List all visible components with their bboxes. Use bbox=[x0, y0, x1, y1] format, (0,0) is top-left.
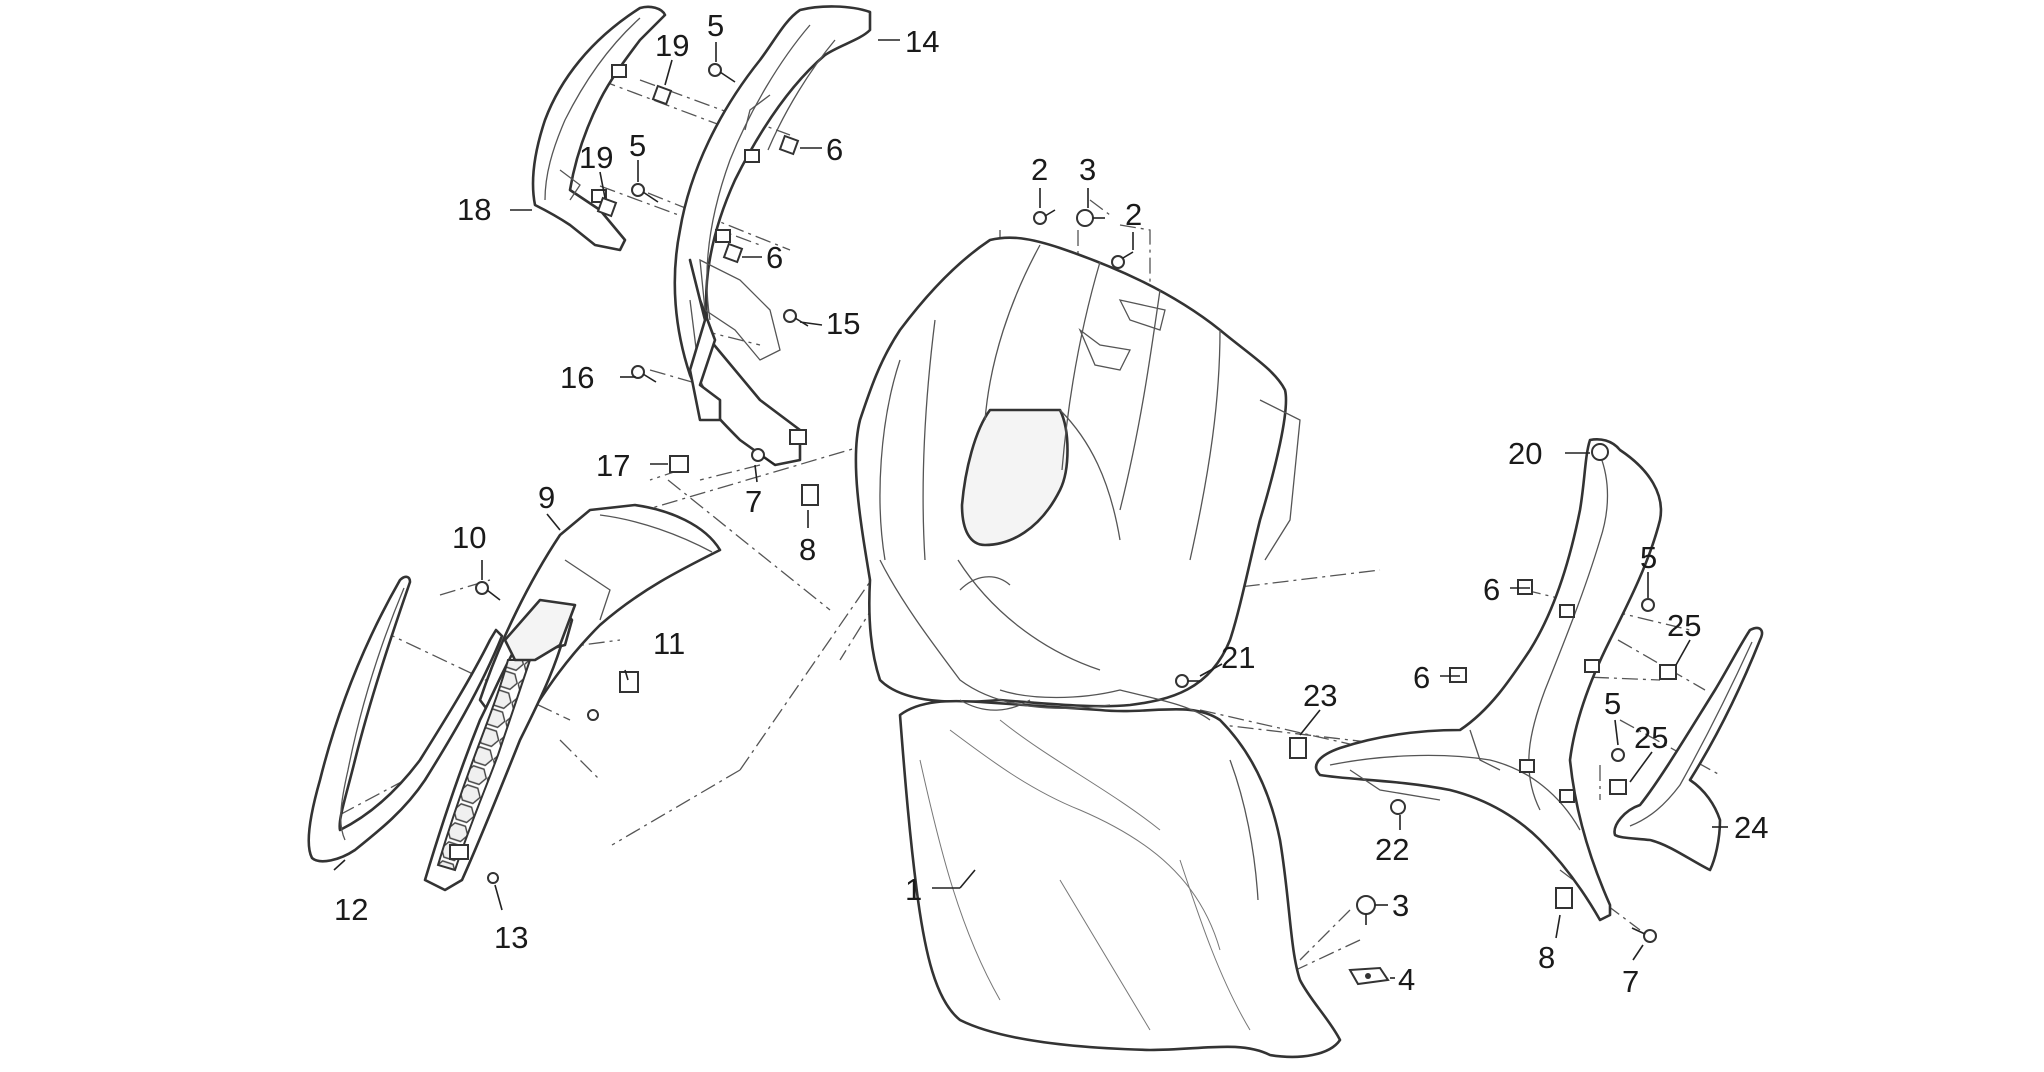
screw-3-top bbox=[1076, 209, 1105, 227]
leader-lines bbox=[333, 39, 1728, 979]
callout-25a: 25 bbox=[1667, 608, 1701, 643]
callout-14: 14 bbox=[905, 24, 939, 59]
callout-13: 13 bbox=[494, 920, 528, 955]
callout-3a: 3 bbox=[1079, 152, 1096, 187]
part-16-lower-bracket bbox=[688, 258, 722, 422]
screw-3-bottom bbox=[1356, 895, 1376, 925]
callout-18: 18 bbox=[457, 192, 491, 227]
callout-labels: 1 2 2 3 3 4 5 5 5 5 6 6 6 6 7 7 8 8 9 10… bbox=[334, 8, 1768, 999]
clip-6-mid bbox=[722, 242, 744, 264]
clip-19-top bbox=[651, 84, 673, 106]
nut-4 bbox=[1348, 966, 1390, 986]
clip-25-b bbox=[1609, 779, 1627, 795]
callout-11: 11 bbox=[653, 626, 685, 661]
clip-25-a bbox=[1659, 664, 1677, 680]
screw-5-right-a bbox=[1641, 598, 1655, 612]
callout-19a: 19 bbox=[655, 28, 689, 63]
part-12-trim-rim bbox=[307, 575, 504, 863]
callout-8b: 8 bbox=[1538, 940, 1555, 975]
nut-11 bbox=[619, 671, 639, 693]
callout-22: 22 bbox=[1375, 832, 1409, 867]
screw-5-mid bbox=[631, 183, 659, 203]
clip-19-mid bbox=[596, 196, 618, 218]
screw-5-top bbox=[708, 63, 736, 83]
screw-5-right-b bbox=[1611, 748, 1625, 762]
callout-7b: 7 bbox=[1622, 964, 1639, 999]
nut-23 bbox=[1289, 737, 1307, 759]
callout-6b: 6 bbox=[766, 240, 783, 275]
nut-17 bbox=[669, 455, 689, 473]
callout-25b: 25 bbox=[1634, 720, 1668, 755]
screw-2-b bbox=[1111, 251, 1134, 269]
callout-4: 4 bbox=[1398, 962, 1415, 997]
screw-7-left bbox=[751, 448, 777, 466]
screw-mid-grille bbox=[587, 709, 599, 721]
callout-3b: 3 bbox=[1392, 888, 1409, 923]
callout-20: 20 bbox=[1508, 436, 1542, 471]
callout-16: 16 bbox=[560, 360, 594, 395]
screw-16 bbox=[631, 365, 657, 383]
callout-21: 21 bbox=[1221, 640, 1255, 675]
part-18-left-trim bbox=[531, 5, 667, 252]
callout-8a: 8 bbox=[799, 532, 816, 567]
nut-8-left bbox=[801, 484, 819, 506]
callout-6d: 6 bbox=[1413, 660, 1430, 695]
callout-5a: 5 bbox=[707, 8, 724, 43]
screw-13 bbox=[487, 872, 499, 884]
part-20-right-frame bbox=[1314, 438, 1663, 922]
part-13-honeycomb-grille bbox=[423, 598, 577, 892]
clip-6-right-a bbox=[1517, 579, 1533, 595]
callout-15: 15 bbox=[826, 306, 860, 341]
screw-7-right bbox=[1631, 927, 1657, 943]
callout-5b: 5 bbox=[629, 128, 646, 163]
nut-8-right bbox=[1555, 887, 1573, 909]
screw-10 bbox=[475, 581, 501, 601]
callout-5d: 5 bbox=[1604, 686, 1621, 721]
callout-1: 1 bbox=[905, 872, 922, 907]
fasteners bbox=[475, 63, 1677, 986]
part-24-right-trim bbox=[1613, 626, 1764, 872]
callout-2b: 2 bbox=[1125, 197, 1142, 232]
part-1-front-shield bbox=[854, 236, 1342, 1059]
clip-6-top bbox=[778, 134, 800, 156]
screw-15 bbox=[783, 309, 809, 327]
callout-10: 10 bbox=[452, 520, 486, 555]
callout-12: 12 bbox=[334, 892, 368, 927]
callout-6a: 6 bbox=[826, 132, 843, 167]
callout-9: 9 bbox=[538, 480, 555, 515]
callout-6c: 6 bbox=[1483, 572, 1500, 607]
callout-17: 17 bbox=[596, 448, 630, 483]
callout-24: 24 bbox=[1734, 810, 1768, 845]
part-14-left-upper-frame bbox=[673, 5, 872, 467]
screw-21 bbox=[1175, 674, 1200, 688]
callout-19b: 19 bbox=[579, 140, 613, 175]
callout-23: 23 bbox=[1303, 678, 1337, 713]
callout-7a: 7 bbox=[745, 484, 762, 519]
callout-2a: 2 bbox=[1031, 152, 1048, 187]
screw-22 bbox=[1390, 799, 1406, 815]
callout-5c: 5 bbox=[1640, 540, 1657, 575]
clip-6-right-b bbox=[1449, 667, 1467, 683]
screw-2-a bbox=[1033, 209, 1056, 225]
